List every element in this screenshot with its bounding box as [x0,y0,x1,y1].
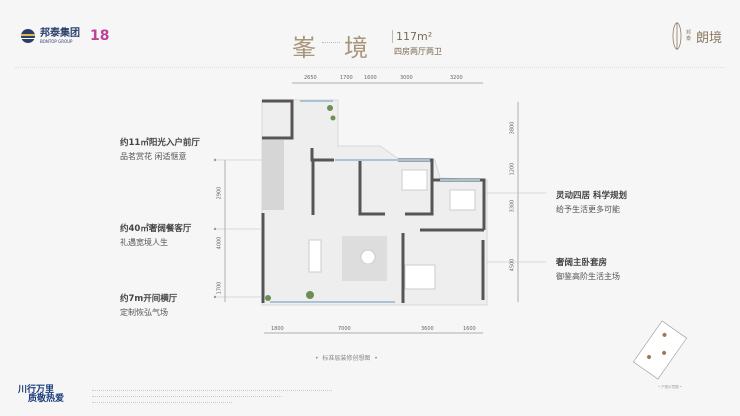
project-logo: 邦泰 朗境 [672,22,722,50]
title-area: 117m² [392,30,432,43]
dim-bottom-4: 1600 [463,326,476,332]
dim-bottom-2: 7000 [338,326,351,332]
title-rooms: 四房两厅两卫 [394,47,442,56]
project-emblem-icon [672,22,682,50]
dim-right-3: 3300 [509,199,516,213]
dim-left-1: 2900 [216,186,223,200]
stairwell [262,140,284,210]
title-name: 峯境 [292,34,370,62]
slogan: 川行万里质敬热爱 [18,385,65,404]
dim-bottom-1: 1800 [271,326,284,332]
project-prefix: 邦泰 [686,30,692,42]
site-map [632,320,688,380]
dining-table [308,239,322,273]
disclaimer-line-3 [92,402,232,403]
dim-right-2: 1200 [509,162,516,176]
dim-top-4: 3000 [400,75,413,81]
dim-right-1: 3800 [509,121,516,135]
plan-caption: • 标准层装修创想图 • [315,355,378,362]
feature-master-suite: 奢阔主卧套房御鉴高阶生活主场 [556,258,620,281]
header-divider [15,67,725,68]
disclaimer-line-1 [92,390,332,391]
coffee-table [360,249,376,265]
dim-top-2: 1700 [340,75,353,81]
project-name: 朗境 [696,30,723,46]
dim-top-1: 2650 [304,75,317,81]
bed-master [404,264,436,290]
anniversary-badge: 18 [90,28,110,44]
title-ornament [322,42,340,43]
dim-left-3: 1700 [216,281,223,295]
feature-four-rooms: 灵动四居 科学规划给予生活更多可能 [556,191,627,214]
dim-top-5: 3200 [450,75,463,81]
feature-wide-hall: 约7m开间横厅定制恢弘气场 [120,294,178,317]
dim-bottom-3: 3600 [421,326,434,332]
site-caption: • 户型示意图 • [658,385,682,389]
feature-entry-hall: 约11㎡阳光入户前厅品茗赏花 闲适惬意 [120,138,200,161]
dim-top-3: 1600 [364,75,377,81]
feature-living-dining: 约40㎡奢阔餐客厅礼遇宽境人生 [120,224,192,247]
plant [306,291,314,299]
dim-right-4: 4500 [509,258,516,272]
dim-left-2: 4000 [216,236,223,250]
bed-bedroom-3 [449,189,476,211]
disclaimer-line-2 [92,396,282,397]
bed-bedroom-2 [401,169,428,191]
brand-name-en: BONTOP GROUP [40,38,73,44]
brand-name: 邦泰集团 [40,27,80,39]
brand-emblem-icon [21,29,35,43]
